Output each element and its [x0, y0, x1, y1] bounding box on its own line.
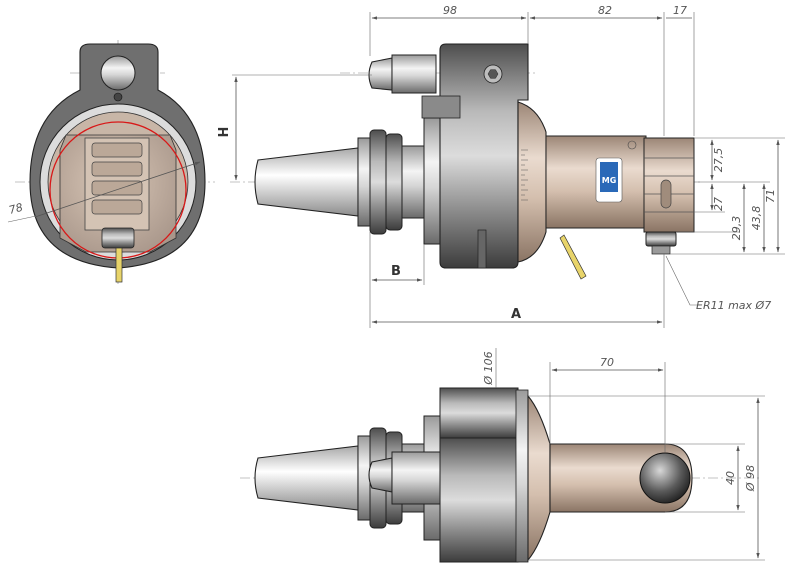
- side-view-adapter-ring: [423, 117, 441, 245]
- end-view-coolant-pipe: [115, 247, 123, 283]
- side-view-coolant-pipe: [559, 234, 587, 280]
- top-view-upper-housing: [439, 387, 519, 439]
- end-view: 78: [7, 40, 215, 285]
- side-view-flange-neck: [401, 145, 425, 219]
- top-view-pin: [368, 457, 393, 493]
- side-view-top-pin-body: [391, 54, 437, 94]
- end-view-collet-nut: [101, 227, 135, 249]
- end-view-slots: [91, 142, 143, 215]
- end-view-top-boss: [100, 55, 136, 91]
- dim-106-label: Ø 106: [482, 351, 495, 385]
- dim-29-3-label: 29,3: [730, 216, 743, 241]
- dim-h-label: H: [217, 127, 232, 138]
- side-view-clamp-block: [421, 95, 461, 119]
- side-view: MG 98 82 17 H B A 27,5: [217, 4, 785, 328]
- top-view-lower-housing: [439, 437, 519, 563]
- dim-43-8-label: 43,8: [750, 206, 763, 231]
- dim-dia98-label: Ø 98: [744, 465, 757, 492]
- dim-27-label: 27: [712, 197, 725, 211]
- dim-78-leader: [7, 215, 37, 223]
- side-view-head-slot: [660, 179, 672, 209]
- side-view-housing-slot: [477, 229, 487, 269]
- side-view-collet-nut: [645, 231, 677, 247]
- top-view-bronze-cone: [527, 394, 551, 562]
- top-view-taper: [254, 445, 359, 511]
- dim-70-label: 70: [600, 356, 614, 369]
- top-view-housing-rim: [515, 389, 529, 563]
- side-view-taper: [254, 147, 359, 217]
- dim-78-line: [34, 161, 201, 218]
- dim-b-label: B: [391, 264, 401, 279]
- dim-71-label: 71: [764, 189, 777, 203]
- top-view-head-ball: [639, 452, 691, 504]
- dim-98-label: 98: [443, 4, 457, 17]
- side-view-bronze-cone: [517, 101, 547, 263]
- dim-27-5-label: 27,5: [712, 148, 725, 173]
- dim-82-label: 82: [598, 4, 612, 17]
- end-view-small-screw: [113, 92, 123, 102]
- side-view-dial-icon: [627, 140, 637, 150]
- dim-40-label: 40: [724, 471, 737, 485]
- svg-text:MG: MG: [602, 176, 617, 185]
- dim-17-label: 17: [673, 4, 687, 17]
- side-view-collet-tip: [651, 245, 671, 255]
- er11-label: ER11 max Ø7: [696, 299, 771, 312]
- side-view-flange-ring1: [357, 137, 371, 227]
- side-view-main-housing: [439, 43, 529, 269]
- side-view-scale-ticks: [521, 149, 528, 201]
- top-view: Ø 106 70 40 Ø 98: [240, 348, 765, 563]
- top-view-pin-body: [391, 451, 441, 505]
- mg-logo-icon: MG: [595, 157, 623, 203]
- dim-a-label: A: [511, 307, 521, 322]
- top-view-flange-ring1: [357, 435, 371, 521]
- side-view-flange-ring3: [385, 133, 403, 231]
- er11-leader: [665, 255, 700, 306]
- side-view-top-pin: [368, 57, 393, 91]
- dim-78-label: 78: [7, 201, 24, 217]
- side-view-flange-ring2: [369, 129, 387, 235]
